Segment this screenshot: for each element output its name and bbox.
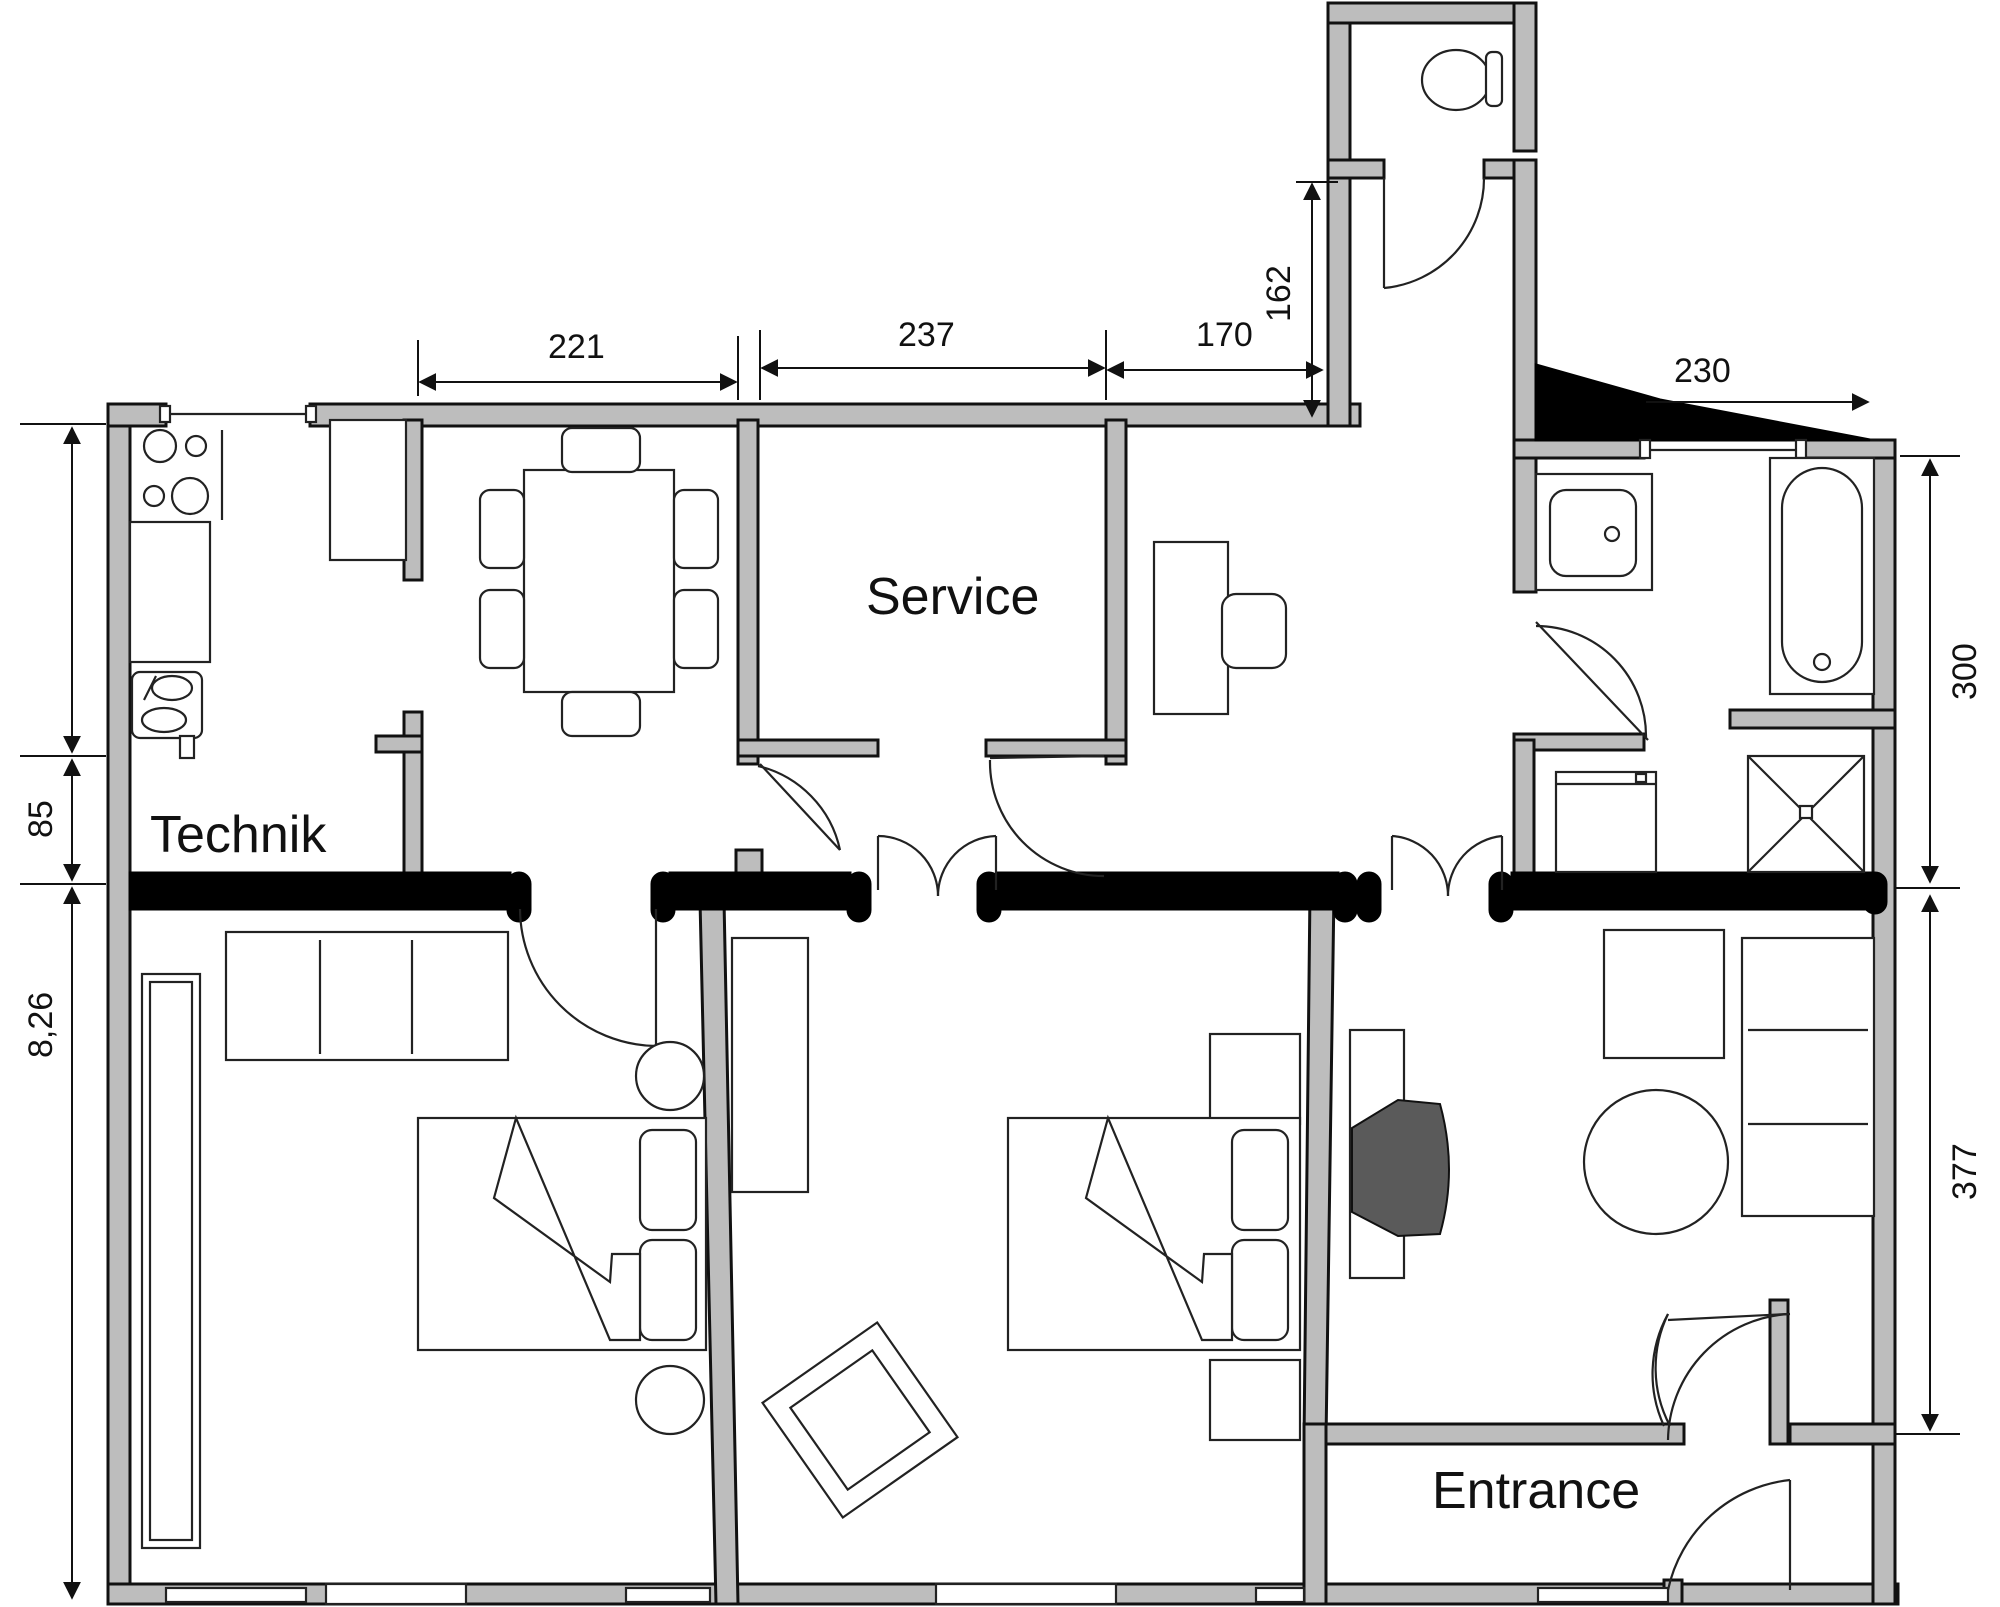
dim-162: 162	[1260, 265, 1298, 322]
dim-230: 230	[1674, 352, 1731, 390]
dim-170: 170	[1196, 316, 1253, 354]
dim-826: 8,26	[22, 992, 60, 1058]
windows	[158, 404, 1808, 1606]
bearing-wall	[128, 363, 1888, 923]
furniture	[128, 48, 1876, 1550]
dim-221: 221	[548, 328, 605, 366]
washing-machine-icon	[1554, 770, 1658, 874]
bed-left-icon	[416, 1114, 708, 1352]
shower-icon	[1746, 754, 1866, 874]
stove-icon	[142, 428, 224, 520]
sofa-left	[224, 930, 510, 1062]
bathtub-icon	[1768, 456, 1876, 696]
room-label-technik: Technik	[150, 806, 327, 864]
sofa-right	[1602, 928, 1876, 1218]
room-labels: Technik Service Entrance	[150, 568, 1640, 1520]
armchair-icon	[760, 1320, 960, 1520]
room-label-service: Service	[866, 568, 1039, 626]
dim-85: 85	[22, 800, 60, 838]
toilet-icon	[1420, 48, 1504, 112]
wash-basin-icon	[1534, 472, 1654, 592]
dim-377: 377	[1946, 1143, 1984, 1200]
kitchen-sink-icon	[130, 670, 204, 740]
room-label-entrance: Entrance	[1432, 1462, 1640, 1520]
dimensions: 221 237 170 162 230 300 377 85 8,26	[20, 181, 1984, 1600]
doors	[518, 177, 1792, 1591]
dim-300: 300	[1946, 643, 1984, 700]
bed-right-icon	[1006, 1114, 1302, 1352]
dining-table	[478, 426, 720, 738]
dim-237: 237	[898, 316, 955, 354]
tv-icon	[1351, 1098, 1450, 1238]
